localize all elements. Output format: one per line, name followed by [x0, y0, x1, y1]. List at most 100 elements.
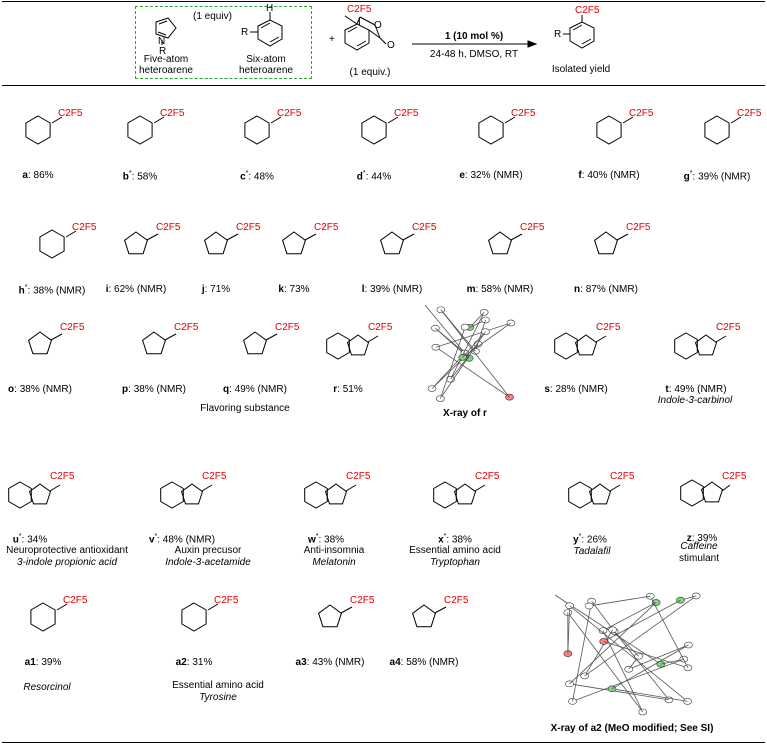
c2f5-q: C2F5	[275, 322, 300, 333]
c2f5-c: C2F5	[277, 108, 302, 119]
yield-value-g: : 39% (NMR)	[692, 171, 751, 183]
yield-label-n: n: 87% (NMR)	[574, 284, 638, 295]
compound-id-v: v	[148, 534, 155, 546]
compound-id-a2: a2	[175, 657, 187, 668]
yield-label-m: m: 58% (NMR)	[467, 284, 534, 295]
yield-value-h: : 38% (NMR)	[27, 285, 86, 297]
top-rule	[2, 1, 765, 2]
reagent-c2f5: C2F5	[347, 4, 372, 15]
structure-l	[380, 231, 415, 255]
I-atom: I	[358, 17, 361, 28]
compound-id-j: j	[201, 284, 205, 295]
compound-id-c: c	[240, 171, 246, 183]
yield-label-h: h*: 38% (NMR)	[19, 284, 86, 296]
structure-w	[304, 481, 357, 509]
N-atom-header: N	[158, 36, 166, 47]
c2f5-y: C2F5	[610, 471, 635, 482]
compound-id-b: b	[122, 171, 129, 183]
c2f5-u: C2F5	[50, 471, 75, 482]
indole3carbinol-caption: Indole-3-carbinol	[657, 395, 733, 406]
yield-value-n: : 87% (NMR)	[580, 284, 638, 295]
v-caption-1: Auxin precusor	[174, 545, 242, 556]
yield-value-k: : 73%	[283, 284, 310, 295]
compound-id-t: t	[665, 384, 669, 395]
reagent-equiv: (1 equiv.)	[349, 67, 391, 78]
structure-q	[243, 331, 278, 355]
star-g: *	[689, 170, 693, 177]
c2f5-i: C2F5	[156, 222, 181, 233]
structure-a1	[30, 602, 68, 632]
compound-id-z: z	[686, 533, 692, 544]
yield-label-e: e: 32% (NMR)	[459, 170, 522, 181]
c2f5-z: C2F5	[722, 471, 747, 482]
compound-id-o: o	[8, 384, 15, 395]
c2f5-h: C2F5	[72, 222, 97, 233]
R-atom-header-2: R	[241, 27, 249, 38]
structure-n	[594, 231, 629, 255]
structure-s	[554, 332, 607, 360]
compound-id-r: r	[333, 384, 338, 395]
structure-r	[326, 332, 379, 360]
structure-o	[28, 331, 63, 355]
compound-id-a4: a4	[389, 657, 401, 668]
yield-label-p: p: 38% (NMR)	[122, 384, 186, 395]
yield-label-g: g*: 39% (NMR)	[684, 170, 751, 182]
yield-label-u: u*: 34%	[13, 533, 47, 545]
structure-k	[282, 231, 317, 255]
yield-value-p: : 38% (NMR)	[128, 384, 186, 395]
yield-label-a4: a4: 58% (NMR)	[390, 657, 459, 668]
star-h: *	[24, 284, 28, 291]
c2f5-e: C2F5	[511, 108, 536, 119]
star-v: *	[154, 533, 158, 540]
yield-label-w: w*: 38%	[308, 533, 344, 545]
star-b: *	[128, 170, 132, 177]
product-label: Isolated yield	[551, 64, 611, 75]
compound-id-e: e	[459, 170, 465, 181]
yield-value-r: : 51%	[337, 384, 363, 395]
yield-value-a3: : 43% (NMR)	[306, 657, 365, 668]
six-atom-label: Six-atom heteroarene	[239, 54, 293, 76]
yield-value-a: : 86%	[27, 170, 54, 181]
yield-value-u: : 34%	[21, 534, 48, 546]
c2f5-a3: C2F5	[350, 595, 375, 606]
c2f5-j: C2F5	[236, 222, 261, 233]
compound-id-n: n	[574, 284, 581, 295]
structure-v	[160, 481, 213, 509]
compound-id-g: g	[683, 171, 690, 183]
structure-h	[39, 229, 77, 259]
plus-sign: +	[329, 34, 335, 45]
compound-id-m: m	[466, 284, 476, 295]
yield-value-x: : 38%	[446, 534, 472, 546]
yield-label-x: x*: 38%	[438, 533, 472, 545]
pyrrole-scaffold	[155, 12, 595, 51]
yield-value-q: : 49% (NMR)	[229, 384, 287, 395]
compound-id-u: u	[12, 534, 19, 546]
c2f5-w: C2F5	[346, 471, 371, 482]
structure-a2	[181, 602, 219, 632]
H-atom-header: H	[266, 3, 274, 14]
structure-m	[488, 231, 523, 255]
yield-label-d: d*: 44%	[357, 170, 391, 182]
yield-label-a2: a2: 31%	[176, 657, 213, 668]
structure-g	[704, 115, 742, 145]
resorcinol-caption: Resorcinol	[23, 682, 71, 693]
yield-value-i: : 62% (NMR)	[108, 284, 167, 295]
yield-label-j: j: 71%	[202, 284, 230, 295]
c2f5-t: C2F5	[716, 322, 741, 333]
compound-id-h: h	[18, 285, 25, 297]
compound-id-q: q	[223, 384, 230, 395]
yield-label-z: z: 39%	[687, 533, 718, 544]
bottom-rule	[2, 742, 765, 743]
compound-id-d: d	[356, 171, 363, 183]
structure-e	[478, 115, 516, 145]
yield-value-y: : 26%	[581, 534, 607, 546]
w-caption-1: Anti-insomnia	[303, 545, 365, 556]
u-caption-1: Neuroprotective antioxidant	[6, 545, 128, 556]
yield-label-y: y*: 26%	[573, 533, 607, 545]
u-caption-2: 3-indole propionic acid	[16, 557, 118, 568]
xray-r-caption: X-ray of r	[443, 408, 487, 419]
five-atom-label: Five-atom heteroarene	[139, 54, 193, 76]
c2f5-a1: C2F5	[63, 595, 88, 606]
yield-label-v: v*: 48% (NMR)	[149, 533, 215, 545]
c2f5-d: C2F5	[394, 108, 419, 119]
